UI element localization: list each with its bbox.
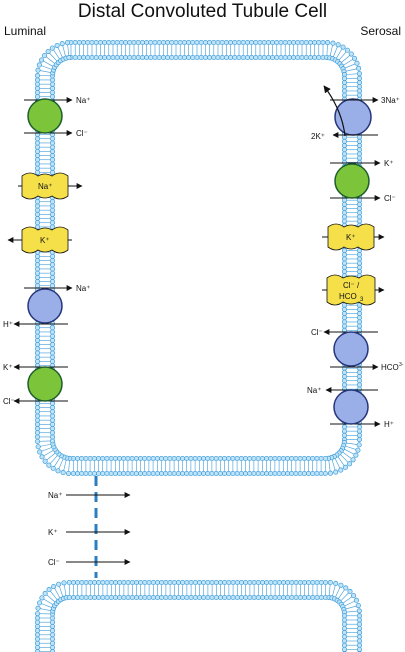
serosal-cl-out-label: Cl⁻ xyxy=(311,328,323,337)
paracellular-transport: Na⁺ K⁺ Cl⁻ xyxy=(48,491,131,567)
serosal-k-label: K⁺ xyxy=(384,159,394,168)
luminal-na-channel-label: Na⁺ xyxy=(38,182,52,191)
luminal-na-h-exchanger: Na⁺ H⁺ xyxy=(3,284,90,329)
luminal-k-channel-label: K⁺ xyxy=(40,236,50,245)
luminal-na-cl-symporter: Na⁺ Cl⁻ xyxy=(24,96,90,138)
serosal-2k-label: 2K⁺ xyxy=(311,132,325,141)
luminal-k-cl-cotransporter: K⁺ Cl⁻ xyxy=(3,363,68,406)
serosal-cl-hco3-exchanger: Cl⁻ / HCO 3 xyxy=(322,274,385,306)
luminal-label: Luminal xyxy=(4,24,47,38)
paracellular-cl-label: Cl⁻ xyxy=(48,558,60,567)
serosal-na-label: Na⁺ xyxy=(307,386,321,395)
serosal-h-label: H⁺ xyxy=(384,420,394,429)
serosal-exchanger-hco3-label: HCO xyxy=(339,292,357,301)
serosal-label: Serosal xyxy=(360,24,401,38)
lower-cell-membrane xyxy=(34,579,363,652)
serosal-k-cl-cotransporter: K⁺ Cl⁻ xyxy=(330,159,396,203)
serosal-exchanger-hco3-sub: 3 xyxy=(360,297,364,303)
serosal-na-hco3-cotransporter: Cl⁻ HCO 3- xyxy=(311,328,404,372)
serosal-na-k-pump: 3Na⁺ 2K⁺ xyxy=(311,85,400,141)
serosal-cl-label: Cl⁻ xyxy=(384,194,396,203)
luminal-na-exchange-label: Na⁺ xyxy=(76,284,90,293)
luminal-k-label: K⁺ xyxy=(3,363,13,372)
luminal-k-channel: K⁺ xyxy=(7,226,72,254)
luminal-cl-out-label: Cl⁻ xyxy=(3,397,15,406)
serosal-k-channel-label: K⁺ xyxy=(346,233,356,242)
serosal-hco3-label: HCO xyxy=(381,363,399,372)
cell-membrane xyxy=(34,39,363,477)
serosal-3na-label: 3Na⁺ xyxy=(381,96,400,105)
luminal-cl-label: Cl⁻ xyxy=(76,129,88,138)
diagram-title: Distal Convoluted Tubule Cell xyxy=(77,1,328,22)
serosal-h-transporter: Na⁺ H⁺ xyxy=(307,386,394,429)
luminal-na-channel: Na⁺ xyxy=(18,172,83,200)
paracellular-na-label: Na⁺ xyxy=(48,491,62,500)
luminal-h-label: H⁺ xyxy=(3,320,13,329)
serosal-k-channel: K⁺ xyxy=(322,223,385,251)
paracellular-k-label: K⁺ xyxy=(48,528,58,537)
serosal-hco3-sup: 3- xyxy=(399,362,404,368)
serosal-exchanger-cl-label: Cl⁻ / xyxy=(343,281,360,290)
luminal-na-label: Na⁺ xyxy=(76,96,90,105)
